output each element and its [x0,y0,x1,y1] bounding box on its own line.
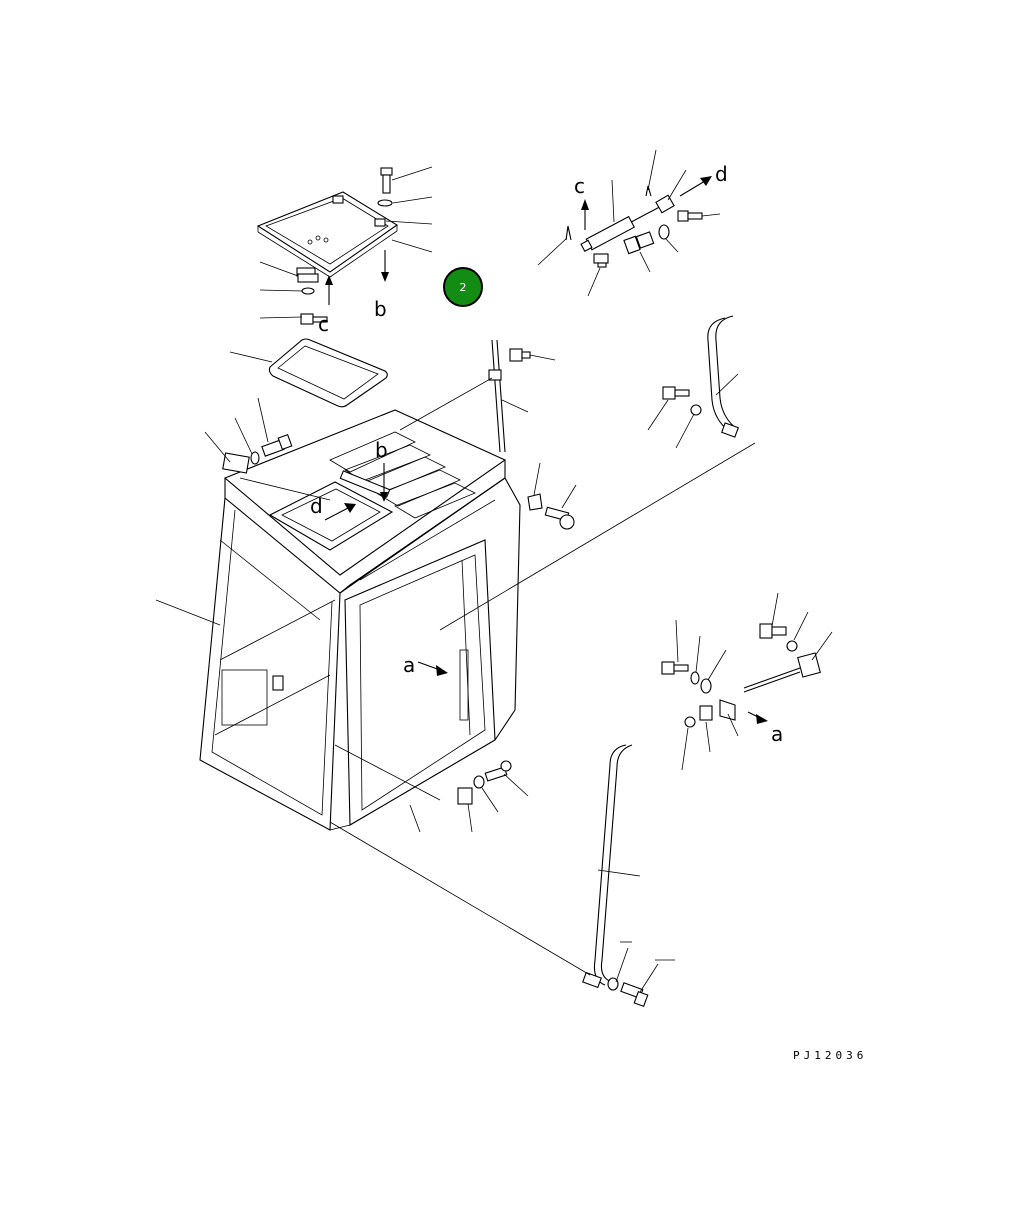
bolt-icon [662,386,690,400]
bolt-icon [300,313,328,325]
ball-icon [684,716,696,728]
bolt-icon [484,760,512,782]
clip-icon [645,185,652,197]
bolt-icon [380,167,393,194]
washer-icon [658,224,670,240]
bolt-icon [623,231,655,255]
door-hinge [457,787,473,805]
door-frame [344,539,496,826]
roof-hatch-assembly [229,166,433,408]
marker-2[interactable]: 2 [443,267,483,307]
bolt-icon [661,661,689,675]
ref-letter-d: d [310,494,323,518]
washer-icon [700,678,712,694]
washer-icon [786,640,798,652]
bolt-icon [509,348,531,362]
washer-icon [690,404,702,416]
bolt-icon [759,623,787,639]
ref-letter-c: c [574,174,585,198]
drawing-code: PJ12036 [793,1049,867,1062]
bolt-icon [677,210,703,222]
ref-letter-a: a [771,722,783,746]
washer-icon [377,199,393,207]
ref-letter-b: b [374,297,387,321]
ref-letter-a: a [403,653,415,677]
clip-icon [565,225,572,241]
hatch-seal [268,338,388,408]
bracket [297,273,319,283]
bracket [655,194,675,214]
latch [272,675,284,691]
roof-opening [268,481,394,551]
hinge [374,218,386,227]
washer-icon [301,287,315,295]
washer-icon [690,671,700,685]
bushing [699,705,713,721]
bolt-icon [593,253,609,268]
washer-icon [607,977,619,991]
ref-letter-c: c [318,312,329,336]
roof-bolt-group [204,397,331,501]
cab-roof [223,409,507,594]
bolt-icon [261,433,293,457]
ref-letter-d: d [715,162,728,186]
hatch-panel [256,191,399,273]
washer-icon [473,775,485,789]
nut-icon [527,493,543,511]
gas-spring-icon [580,204,663,252]
stay-rod-lower [329,744,675,1008]
stay-rod-upper [399,339,577,530]
hinge-rail [339,470,391,498]
cab-frame [199,477,521,831]
clip [488,369,502,381]
marker-label: 2 [460,281,467,294]
striker [797,652,821,678]
bolt-icon [544,506,575,530]
gas-spring-assembly [537,149,721,297]
stay-rod-right [439,315,756,631]
block [222,452,250,474]
hinge [332,195,344,204]
washer-icon [250,451,260,465]
ref-letter-b: b [375,438,388,462]
bolt-icon [620,982,649,1008]
door-lock-assembly [661,592,833,771]
plate [719,699,736,721]
